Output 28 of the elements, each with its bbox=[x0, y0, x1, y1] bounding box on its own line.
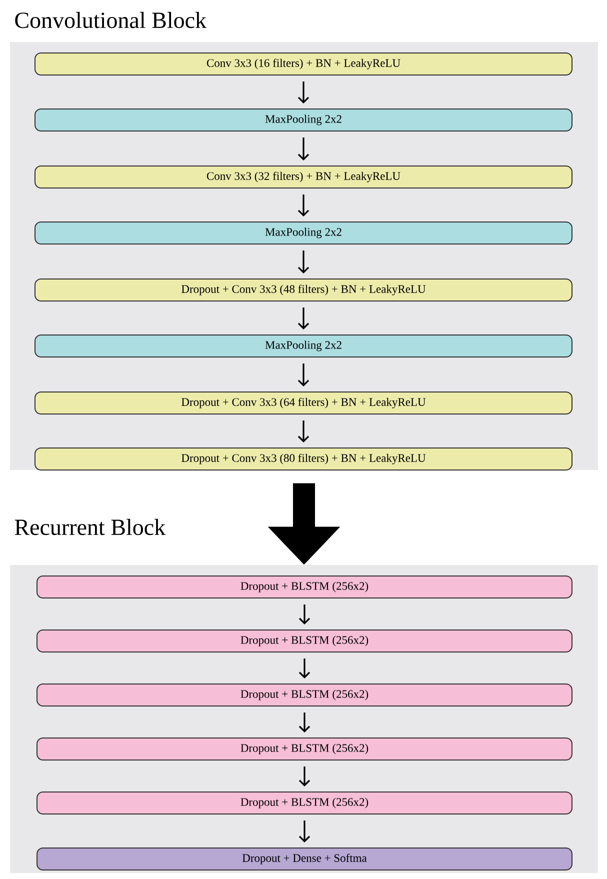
layer-box: Dropout + BLSTM (256x2) bbox=[36, 684, 572, 706]
layer-box: MaxPooling 2x2 bbox=[34, 222, 572, 244]
arrow bbox=[298, 820, 310, 842]
arrow bbox=[298, 82, 310, 104]
arrow bbox=[298, 766, 310, 786]
block-heading: Recurrent Block bbox=[14, 518, 166, 536]
layer-box: Dropout + BLSTM (256x2) bbox=[36, 792, 572, 814]
layer-box: Dropout + Conv 3x3 (80 filters) + BN + LeakyReLU bbox=[34, 448, 572, 470]
block-heading: Convolutional Block bbox=[15, 12, 207, 28]
arrow bbox=[298, 658, 310, 678]
layer-box: Dropout + BLSTM (256x2) bbox=[36, 576, 572, 598]
arrow bbox=[298, 712, 310, 732]
layer-box: Dropout + BLSTM (256x2) bbox=[36, 630, 572, 652]
arrow bbox=[298, 420, 310, 442]
layer-box: Dropout + Conv 3x3 (64 filters) + BN + LeakyReLU bbox=[34, 392, 572, 414]
arrow bbox=[298, 250, 310, 274]
layer-box: Conv 3x3 (16 filters) + BN + LeakyReLU bbox=[34, 52, 572, 76]
arrow bbox=[298, 138, 310, 160]
layer-box: Dropout + Conv 3x3 (48 filters) + BN + LeakyReLU bbox=[34, 278, 572, 302]
layer-box: Conv 3x3 (32 filters) + BN + LeakyReLU bbox=[34, 166, 572, 188]
layer-box: Dropout + Dense + Softma bbox=[36, 848, 572, 870]
layer-box: MaxPooling 2x2 bbox=[34, 108, 572, 132]
arrow bbox=[298, 364, 310, 386]
arrow bbox=[298, 604, 310, 624]
arrow bbox=[298, 308, 310, 330]
layer-box: MaxPooling 2x2 bbox=[34, 334, 572, 358]
arrow bbox=[298, 194, 310, 217]
layer-box: Dropout + BLSTM (256x2) bbox=[36, 738, 572, 760]
